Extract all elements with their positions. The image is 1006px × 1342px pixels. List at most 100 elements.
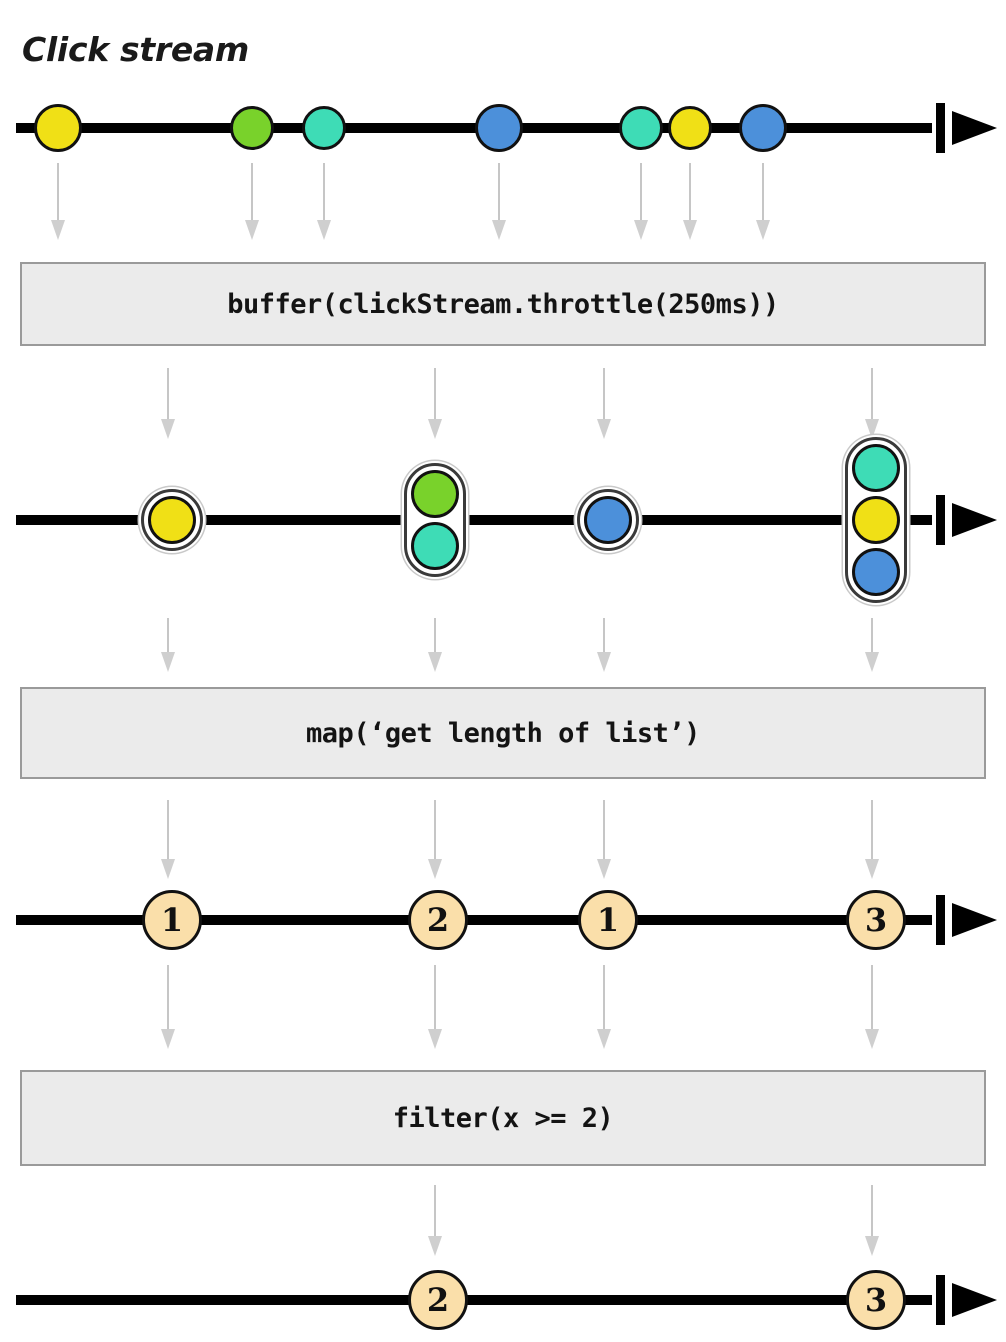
flow-arrow-stream2-to-map — [862, 618, 882, 673]
marble-value-1[interactable]: 1 — [578, 890, 638, 950]
flow-arrow-head-icon — [428, 859, 442, 879]
marble-event-teal[interactable] — [852, 444, 900, 492]
timeline-arrow-icon — [952, 903, 997, 937]
flow-arrow-head-icon — [597, 652, 611, 672]
flow-arrow-stream3-to-filter — [594, 965, 614, 1050]
flow-arrow-map-to-stream3 — [594, 800, 614, 880]
marble-event-blue[interactable] — [475, 104, 523, 152]
flow-arrow-clicks-to-buffer — [753, 163, 773, 241]
flow-arrow-head-icon — [161, 419, 175, 439]
flow-arrow-stream3-to-filter — [158, 965, 178, 1050]
flow-arrow-head-icon — [683, 220, 697, 240]
timeline-end-tick — [936, 1275, 945, 1325]
flow-arrow-head-icon — [161, 652, 175, 672]
flow-arrow-head-icon — [865, 419, 879, 439]
flow-arrow-shaft — [689, 163, 691, 221]
flow-arrow-shaft — [871, 965, 873, 1030]
operator-box-filter-label: filter(x >= 2) — [392, 1102, 614, 1134]
flow-arrow-head-icon — [865, 1029, 879, 1049]
timeline-arrow-icon — [952, 1283, 997, 1317]
operator-box-map[interactable]: map(‘get length of list’) — [20, 687, 986, 779]
flow-arrow-shaft — [603, 368, 605, 420]
flow-arrow-shaft — [762, 163, 764, 221]
flow-arrow-stream3-to-filter — [862, 965, 882, 1050]
marble-value-2[interactable]: 2 — [408, 1270, 468, 1330]
flow-arrow-shaft — [603, 800, 605, 860]
flow-arrow-head-icon — [597, 419, 611, 439]
flow-arrow-shaft — [871, 368, 873, 420]
flow-arrow-head-icon — [317, 220, 331, 240]
flow-arrow-shaft — [434, 1185, 436, 1237]
flow-arrow-shaft — [871, 1185, 873, 1237]
operator-box-map-label: map(‘get length of list’) — [306, 717, 700, 749]
flow-arrow-map-to-stream3 — [862, 800, 882, 880]
flow-arrow-shaft — [603, 965, 605, 1030]
flow-arrow-shaft — [167, 800, 169, 860]
operator-box-buffer[interactable]: buffer(clickStream.throttle(250ms)) — [20, 262, 986, 346]
marble-event-teal[interactable] — [411, 522, 459, 570]
timeline-axis — [16, 1295, 932, 1305]
marble-event-teal[interactable] — [302, 106, 346, 150]
flow-arrow-head-icon — [865, 1236, 879, 1256]
flow-arrow-head-icon — [428, 419, 442, 439]
flow-arrow-head-icon — [428, 1029, 442, 1049]
timeline-axis — [16, 915, 932, 925]
marble-event-blue[interactable] — [852, 548, 900, 596]
operator-box-buffer-label: buffer(clickStream.throttle(250ms)) — [227, 288, 779, 320]
flow-arrow-clicks-to-buffer — [242, 163, 262, 241]
marble-event-yellow[interactable] — [668, 106, 712, 150]
marble-event-blue[interactable] — [739, 104, 787, 152]
flow-arrow-clicks-to-buffer — [489, 163, 509, 241]
marble-event-teal[interactable] — [619, 106, 663, 150]
flow-arrow-shaft — [57, 163, 59, 221]
marble-value-1[interactable]: 1 — [142, 890, 202, 950]
flow-arrow-head-icon — [245, 220, 259, 240]
operator-box-filter[interactable]: filter(x >= 2) — [20, 1070, 986, 1166]
marble-value-3[interactable]: 3 — [846, 1270, 906, 1330]
flow-arrow-clicks-to-buffer — [631, 163, 651, 241]
flow-arrow-shaft — [323, 163, 325, 221]
timeline-axis — [16, 515, 932, 525]
flow-arrow-head-icon — [865, 859, 879, 879]
flow-arrow-filter-to-output — [425, 1185, 445, 1257]
marble-event-green[interactable] — [230, 106, 274, 150]
flow-arrow-shaft — [167, 965, 169, 1030]
flow-arrow-shaft — [640, 163, 642, 221]
flow-arrow-stream2-to-map — [425, 618, 445, 673]
flow-arrow-buffer-to-stream2 — [594, 368, 614, 440]
marble-event-blue[interactable] — [584, 496, 632, 544]
flow-arrow-shaft — [434, 368, 436, 420]
flow-arrow-buffer-to-stream2 — [425, 368, 445, 440]
flow-arrow-shaft — [167, 368, 169, 420]
flow-arrow-filter-to-output — [862, 1185, 882, 1257]
flow-arrow-head-icon — [597, 859, 611, 879]
flow-arrow-buffer-to-stream2 — [862, 368, 882, 440]
flow-arrow-shaft — [434, 800, 436, 860]
marble-event-yellow[interactable] — [852, 496, 900, 544]
marble-event-yellow[interactable] — [148, 496, 196, 544]
flow-arrow-head-icon — [51, 220, 65, 240]
flow-arrow-shaft — [434, 965, 436, 1030]
page-title: Click stream — [22, 30, 249, 69]
flow-arrow-stream2-to-map — [158, 618, 178, 673]
flow-arrow-shaft — [871, 800, 873, 860]
flow-arrow-shaft — [871, 618, 873, 653]
flow-arrow-shaft — [434, 618, 436, 653]
flow-arrow-map-to-stream3 — [425, 800, 445, 880]
flow-arrow-head-icon — [161, 859, 175, 879]
flow-arrow-buffer-to-stream2 — [158, 368, 178, 440]
marble-value-2[interactable]: 2 — [408, 890, 468, 950]
flow-arrow-head-icon — [428, 1236, 442, 1256]
flow-arrow-clicks-to-buffer — [680, 163, 700, 241]
flow-arrow-shaft — [167, 618, 169, 653]
marble-event-yellow[interactable] — [34, 104, 82, 152]
flow-arrow-head-icon — [634, 220, 648, 240]
flow-arrow-shaft — [498, 163, 500, 221]
flow-arrow-map-to-stream3 — [158, 800, 178, 880]
marble-value-3[interactable]: 3 — [846, 890, 906, 950]
flow-arrow-stream2-to-map — [594, 618, 614, 673]
flow-arrow-head-icon — [492, 220, 506, 240]
timeline-arrow-icon — [952, 111, 997, 145]
marble-event-green[interactable] — [411, 470, 459, 518]
